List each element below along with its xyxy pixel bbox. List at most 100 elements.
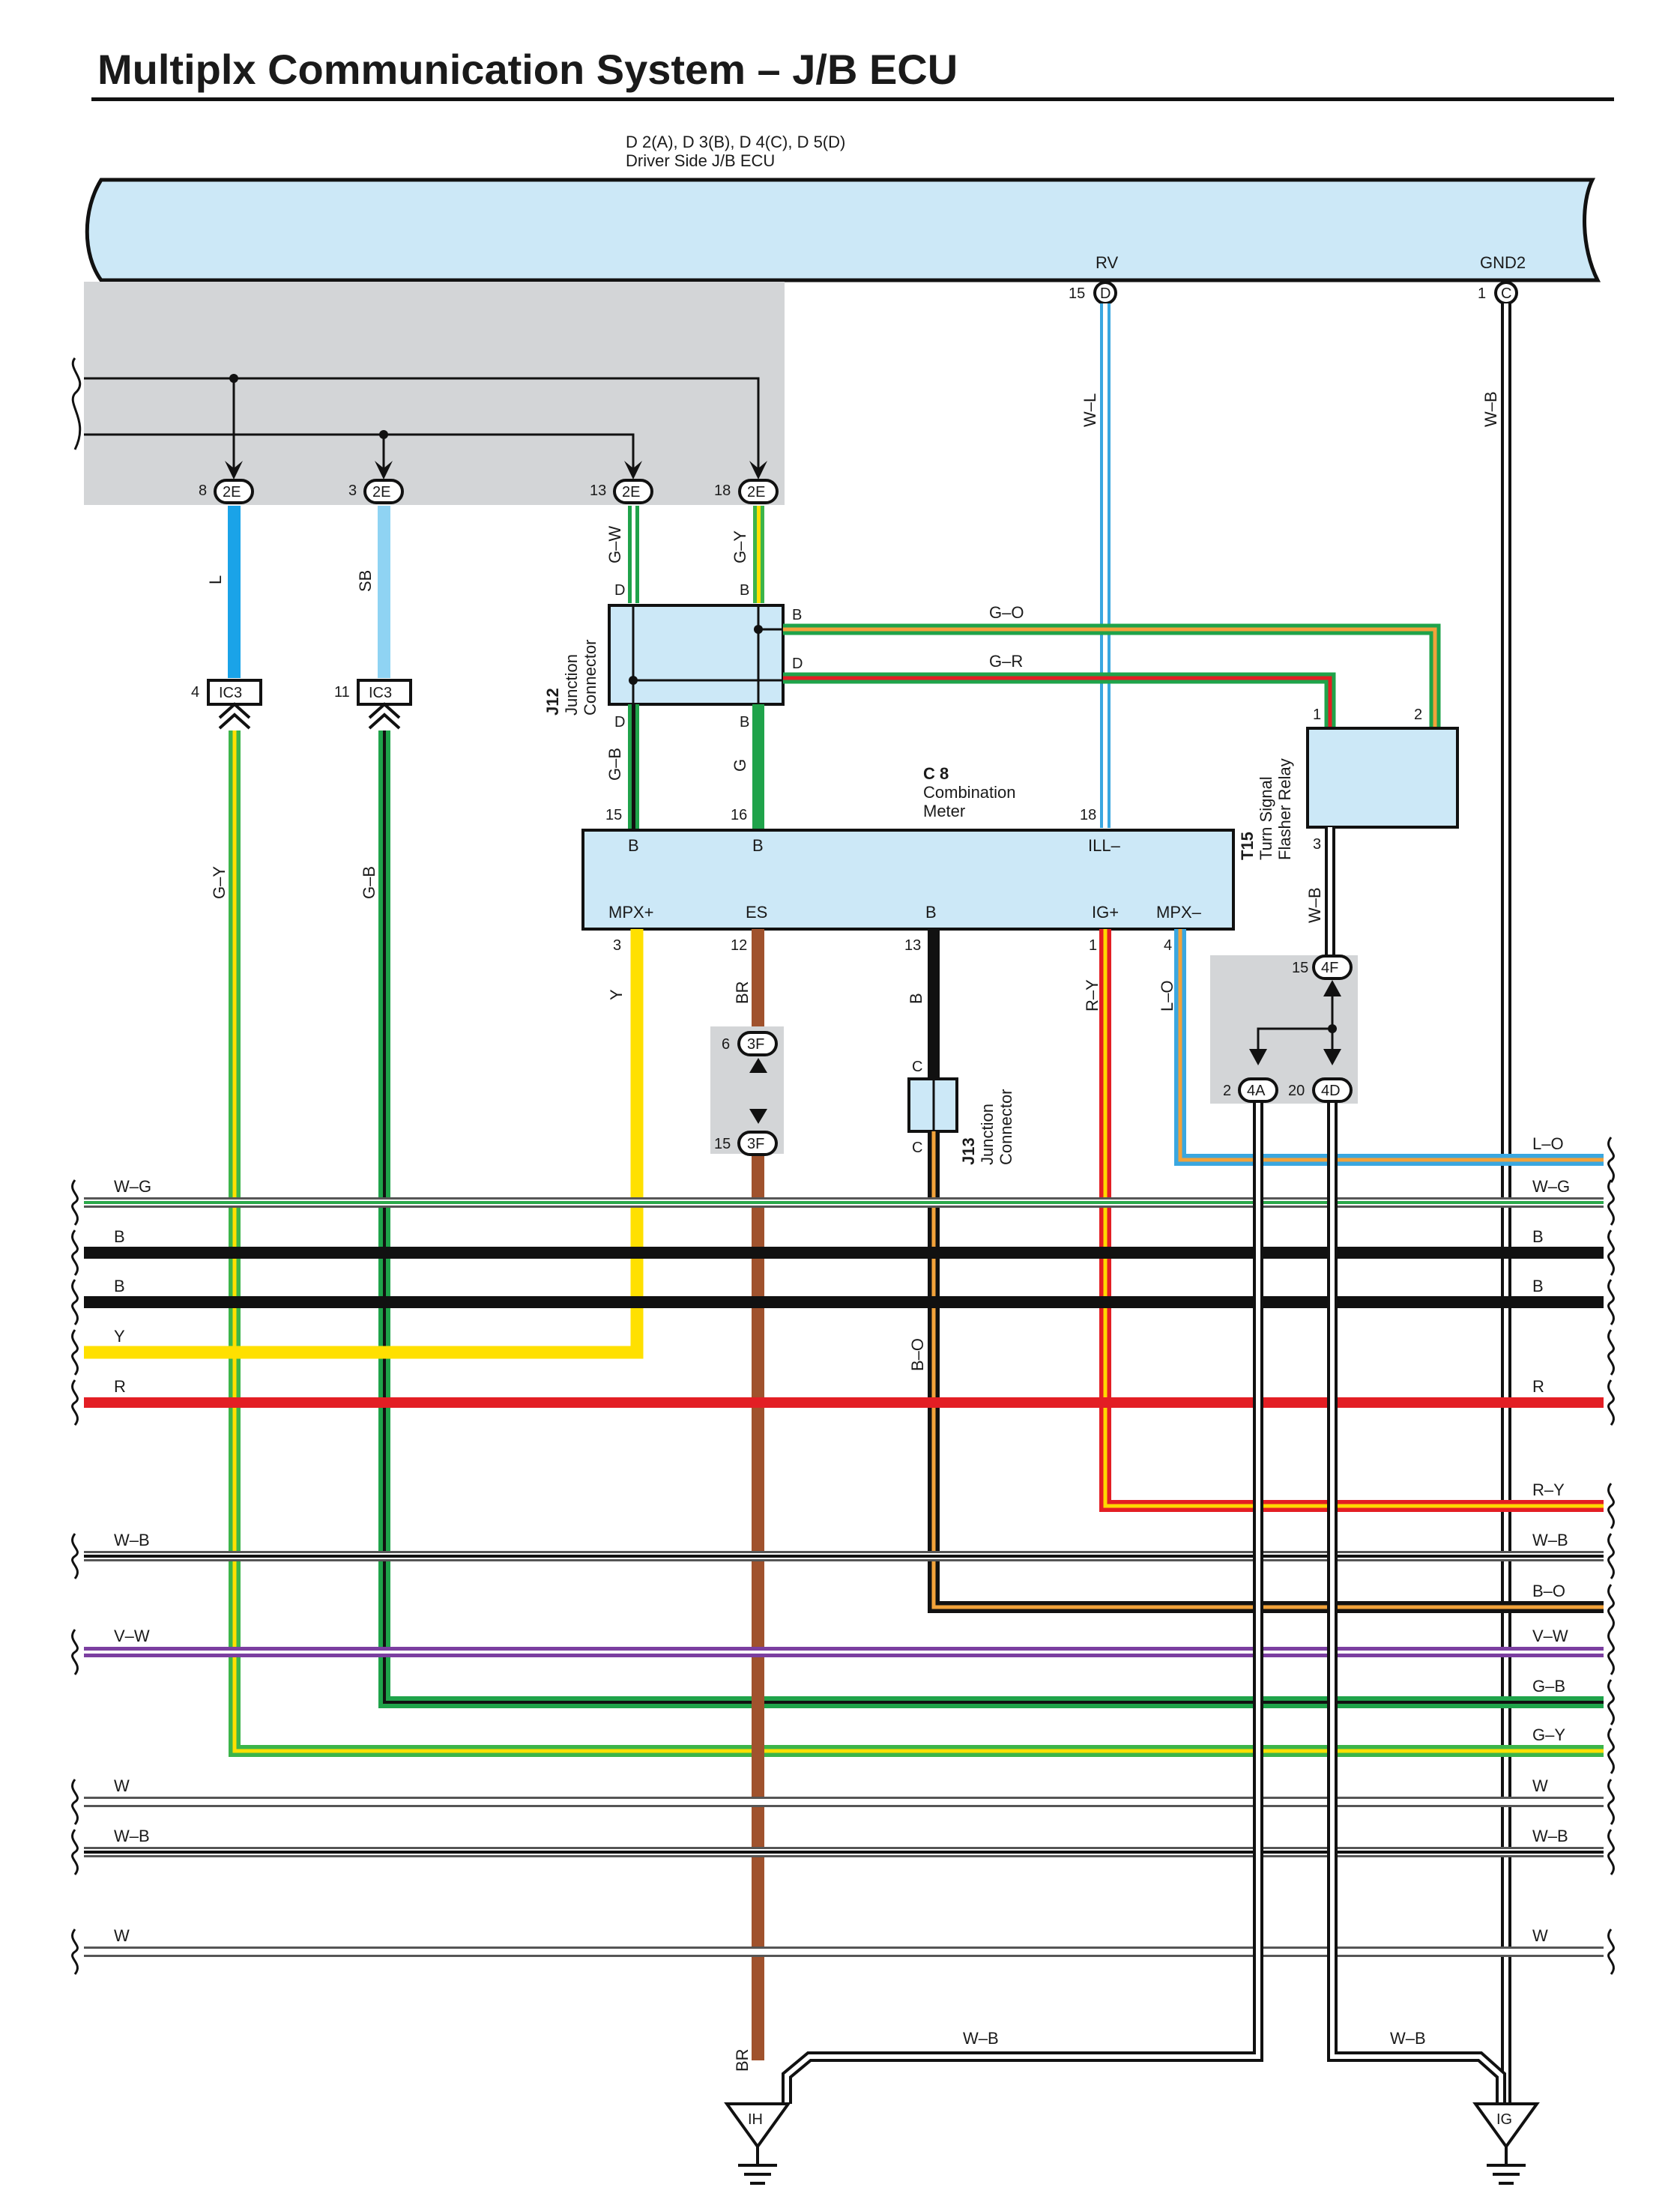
connector-3f-arrows: [749, 1058, 767, 1124]
bus-wire-left-label: W–B: [114, 1531, 150, 1549]
wire-br-bottom-label: BR: [733, 2048, 752, 2072]
wire-sb-label: SB: [356, 570, 375, 592]
wire-g-j12: [752, 704, 764, 830]
bus-wire-left-label: B: [114, 1227, 125, 1246]
connector-4d-20: 20 4D: [1288, 1077, 1353, 1103]
connector-4a-2: 2 4A: [1223, 1077, 1278, 1103]
break-mark: [71, 1533, 79, 1579]
wire-b-13-label: B: [907, 993, 925, 1004]
wire-g-b-j12-label: G–B: [605, 748, 624, 781]
page-title: Multiplx Communication System – J/B ECU: [97, 46, 958, 93]
svg-text:2E: 2E: [372, 484, 390, 500]
splice-point: [229, 374, 238, 383]
connector-4f-arrow: [1323, 980, 1341, 996]
splice-point: [1328, 1024, 1337, 1033]
break-mark: [71, 1379, 79, 1426]
bus-wire-right-label: W–B: [1532, 1827, 1568, 1845]
wire-y-mpx-label: Y: [607, 989, 626, 1000]
connector-3f-6: 6 3F: [722, 1031, 778, 1056]
bus-wire-right-label: L–O: [1532, 1134, 1564, 1153]
break-mark: [1607, 1329, 1615, 1376]
flasher-relay-body: [1306, 727, 1459, 829]
wire-gnd2-label: W–B: [1481, 391, 1500, 427]
svg-text:2E: 2E: [747, 484, 765, 500]
break-mark: [1607, 1137, 1615, 1183]
meter-bottom-pin: 13: [904, 937, 921, 954]
meter-top-label: B: [628, 836, 639, 855]
svg-text:20: 20: [1288, 1083, 1305, 1099]
meter-id: C 8: [923, 764, 949, 783]
meter-bottom-pin: 1: [1089, 937, 1097, 954]
j13-pin: C: [912, 1059, 922, 1075]
svg-text:IC3: IC3: [369, 685, 392, 701]
svg-text:6: 6: [722, 1036, 730, 1053]
wire-relay-w-b-label: W–B: [1305, 887, 1324, 923]
connector-2e-18: 18 2E: [714, 479, 779, 504]
j12-internal: [632, 605, 783, 704]
svg-text:4: 4: [191, 684, 199, 701]
bus-wire-right-label: R–Y: [1532, 1480, 1565, 1499]
connector-2e-13: 13 2E: [590, 479, 653, 504]
bus-wire-left-label: B: [114, 1277, 125, 1295]
wire-g-r-label: G–R: [989, 652, 1023, 671]
wire-l: [228, 506, 241, 678]
ecu-terminal-gnd2-label: GND2: [1480, 253, 1526, 272]
svg-text:4F: 4F: [1321, 960, 1338, 976]
wire-ic3-g-b: [378, 731, 1604, 1708]
wire-ig-ground-label: W–B: [1390, 2029, 1426, 2048]
bus-wire-right-label: G–Y: [1532, 1725, 1565, 1744]
svg-text:IC3: IC3: [219, 685, 242, 701]
bus-wire-right-label: G–B: [1532, 1677, 1565, 1696]
break-mark: [1607, 1533, 1615, 1579]
wire-g-w: [628, 506, 639, 603]
wire-g-w-label: G–W: [605, 526, 624, 563]
meter-bottom-pin: 3: [613, 937, 621, 954]
flasher-relay-name2: Flasher Relay: [1275, 758, 1294, 860]
wire-sb: [378, 506, 390, 678]
wire-ih-ground-label: W–B: [963, 2029, 999, 2048]
break-mark: [1607, 1483, 1615, 1529]
flasher-relay-pin: 2: [1414, 707, 1422, 723]
wire-g-j12-label: G: [731, 759, 749, 772]
svg-text:3: 3: [348, 483, 357, 499]
connector-ic3-11: 11 IC3: [334, 679, 412, 706]
wire-br: [752, 929, 764, 2060]
meter-top-pin: 16: [731, 807, 747, 823]
wire-g-y: [753, 506, 764, 603]
wire-l-o-label: L–O: [1158, 980, 1176, 1011]
wire-y-mpx: [84, 929, 644, 1359]
j13-pin: C: [912, 1140, 922, 1156]
wire-g-o-label: G–O: [989, 603, 1024, 622]
svg-text:2E: 2E: [223, 484, 241, 500]
connector-ic3-4-arrows: [218, 702, 251, 730]
connector-2e-3: 3 2E: [348, 479, 404, 504]
bus-wire-left-label: W–G: [114, 1177, 151, 1196]
break-mark: [1607, 1728, 1615, 1774]
bus-wire-right-label: B–O: [1532, 1582, 1565, 1600]
break-mark: [71, 1179, 79, 1226]
wire-r-y-label: R–Y: [1083, 979, 1102, 1011]
wire-g-r: [783, 672, 1336, 728]
bus-wire-right-label: W: [1532, 1926, 1548, 1945]
ground-ig: IG: [1472, 2102, 1540, 2185]
wire-br-label: BR: [733, 981, 752, 1004]
meter-body: [581, 829, 1235, 931]
bus-wire-left-label: W: [114, 1776, 130, 1795]
break-mark: [1607, 1629, 1615, 1675]
splice-point: [379, 430, 388, 439]
wire-g-b-j12: [628, 704, 639, 830]
break-mark: [71, 1329, 79, 1376]
wire-relay-w-b: [1325, 827, 1335, 955]
meter-top-pin: 15: [605, 807, 622, 823]
meter-top-label: B: [752, 836, 764, 855]
wire-b-o: [928, 1131, 1604, 1613]
flasher-relay-name1: Turn Signal: [1257, 776, 1275, 860]
j13-id: J13: [959, 1137, 978, 1165]
svg-text:11: 11: [334, 684, 350, 701]
ecu-internal-lines: [84, 377, 760, 468]
wire-l-label: L: [206, 575, 225, 584]
svg-text:IG: IG: [1496, 2111, 1512, 2128]
ground-ih: IH: [724, 2102, 791, 2185]
ecu-terminal-rv-label: RV: [1096, 253, 1118, 272]
